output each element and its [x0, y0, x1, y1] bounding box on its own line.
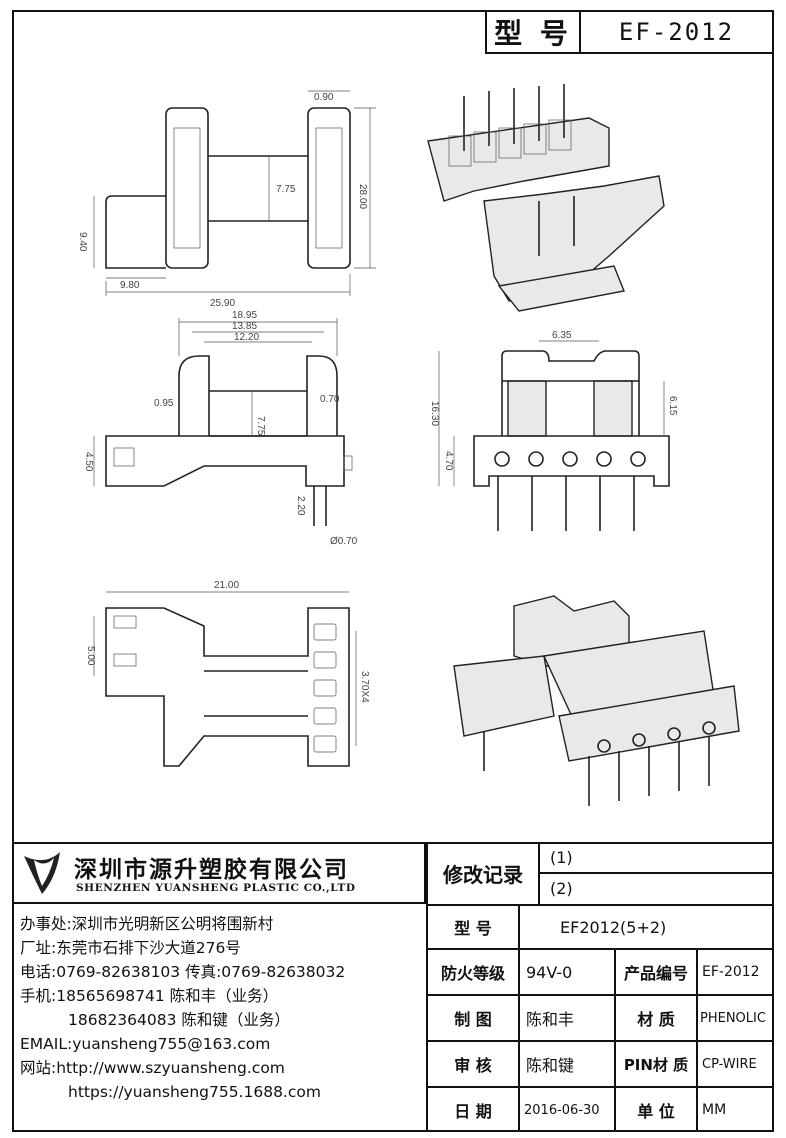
- dim-label: 28.00: [357, 184, 368, 209]
- dim-label: Ø0.70: [330, 536, 358, 547]
- dim-label: 6.15: [667, 396, 678, 416]
- dim-label: 25.90: [210, 298, 235, 309]
- phone-fax: 电话:0769-82638103 传真:0769-82638032: [20, 963, 346, 981]
- email: EMAIL:yuansheng755@163.com: [20, 1035, 271, 1053]
- date-value: 2016-06-30: [524, 1102, 600, 1118]
- dim-label: 7.75: [276, 184, 296, 195]
- pin-material-label: PIN材 质: [623, 1055, 689, 1074]
- product-no-label: 产品编号: [623, 964, 688, 983]
- pin-material-value: CP-WIRE: [702, 1056, 757, 1072]
- fire-rating-value: 94V-0: [526, 962, 573, 982]
- bottom-view: 21.00 5.00 3.70X4: [85, 580, 370, 767]
- company-name-cn: 深圳市源升塑胶有限公司: [74, 857, 349, 883]
- mobile-1: 手机:18565698741 陈和丰（业务）: [20, 987, 279, 1005]
- revision-1: (1): [550, 847, 573, 867]
- technical-drawing: 0.90 7.75 28.00 9.40 9.80 25.90 18.95 13…: [77, 84, 740, 806]
- dim-label: 7.75: [255, 416, 266, 436]
- dim-label: 6.35: [552, 330, 572, 341]
- company-logo-icon: [24, 852, 60, 894]
- dim-label: 16.30: [429, 401, 440, 426]
- dim-label: 9.40: [77, 232, 88, 252]
- title-block: 深圳市源升塑胶有限公司 SHENZHEN YUANSHENG PLASTIC C…: [12, 842, 774, 1132]
- isometric-view-top: [427, 84, 665, 312]
- revision-label: 修改记录: [443, 862, 523, 887]
- front-view: 18.95 13.85 12.20 0.95 7.75 0.70 4.50 2.…: [83, 310, 358, 547]
- top-view: 0.90 7.75 28.00 9.40 9.80 25.90: [77, 90, 376, 309]
- dim-label: 5.00: [85, 646, 96, 666]
- reviewed-by-label: 审 核: [454, 1056, 492, 1075]
- model-header-box: 型 号 EF-2012: [485, 10, 774, 54]
- drawn-by-value: 陈和丰: [526, 1010, 575, 1029]
- revision-2: (2): [550, 879, 573, 898]
- website-2: https://yuansheng755.1688.com: [68, 1083, 321, 1101]
- model-value: EF2012(5+2): [560, 917, 667, 937]
- dim-label: 18.95: [232, 310, 257, 321]
- model-header-label: 型 号: [487, 12, 581, 52]
- dim-label: 21.00: [214, 580, 239, 591]
- fire-rating-label: 防火等级: [440, 964, 505, 983]
- dim-label: 0.70: [320, 394, 340, 405]
- material-label: 材 质: [637, 1010, 675, 1029]
- mobile-2: 18682364083 陈和键（业务）: [68, 1011, 290, 1029]
- dim-label: 0.90: [314, 92, 334, 103]
- date-label: 日 期: [454, 1102, 492, 1121]
- company-logo-area: 深圳市源升塑胶有限公司 SHENZHEN YUANSHENG PLASTIC C…: [12, 842, 426, 904]
- dim-label: 12.20: [234, 332, 259, 343]
- office-address: 办事处:深圳市光明新区公明将围新村: [20, 915, 274, 933]
- website-1: 网站:http://www.szyuansheng.com: [20, 1059, 285, 1077]
- model-label: 型 号: [454, 919, 492, 938]
- side-view: 6.35 16.30 6.15 4.70: [429, 330, 678, 531]
- dim-label: 2.20: [295, 496, 306, 516]
- dim-label: 4.50: [83, 452, 94, 472]
- material-value: PHENOLIC: [700, 1010, 766, 1026]
- dim-label: 0.95: [154, 398, 174, 409]
- dim-label: 9.80: [120, 280, 140, 291]
- unit-label: 单 位: [637, 1102, 675, 1121]
- product-no-value: EF-2012: [702, 964, 760, 980]
- factory-address: 厂址:东莞市石排下沙大道276号: [20, 939, 241, 957]
- spec-table: 修改记录 (1) (2) 型 号 EF2012(5+2) 防火等级 94V-0 …: [426, 842, 774, 1132]
- model-header-value: EF-2012: [618, 18, 735, 46]
- reviewed-by-value: 陈和键: [526, 1056, 575, 1075]
- contact-info: 办事处:深圳市光明新区公明将围新村 厂址:东莞市石排下沙大道276号 电话:07…: [20, 912, 424, 1104]
- dim-label: 4.70: [443, 451, 454, 471]
- unit-value: MM: [702, 1102, 727, 1118]
- drawing-frame: [12, 10, 774, 1132]
- company-name-en: SHENZHEN YUANSHENG PLASTIC CO.,LTD: [76, 882, 356, 894]
- dim-label: 13.85: [232, 321, 257, 332]
- drawn-by-label: 制 图: [454, 1010, 492, 1029]
- isometric-view-bottom: [453, 595, 740, 806]
- dim-label: 3.70X4: [359, 671, 370, 703]
